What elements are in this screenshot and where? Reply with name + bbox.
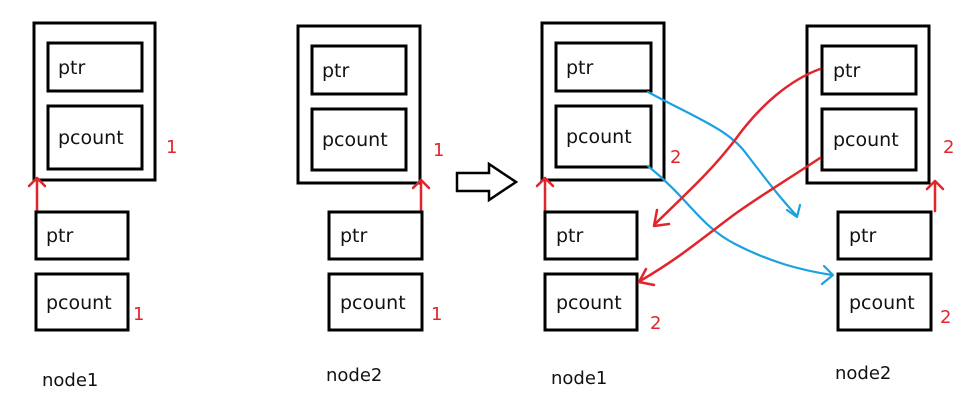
cross-arrow-node1-ptr-to-node2-ptr bbox=[646, 90, 799, 218]
before-node2: ptr pcount 1 ptr pcount 1 node2 bbox=[296, 24, 444, 386]
after-node1-ptr-label: ptr bbox=[556, 225, 584, 247]
after-node2-pcount-box bbox=[836, 272, 933, 332]
cross-arrow-node2-ptr-to-node1-ptr-head-icon bbox=[652, 208, 671, 228]
after-node1-name: node1 bbox=[551, 368, 607, 389]
before-node2-ptr-box bbox=[327, 210, 424, 261]
cross-arrow-node1-pcount-to-node2-pcount-head-icon bbox=[820, 264, 835, 286]
after-node1-pointer-arrow-icon bbox=[535, 176, 555, 214]
after-node1-outer-count: 2 bbox=[650, 313, 661, 334]
after-node2-ptr-box bbox=[836, 210, 933, 261]
after-node1: ptr pcount 2 ptr pcount 2 node1 bbox=[535, 21, 681, 389]
before-node2-inner-ptr-box bbox=[310, 44, 408, 96]
after-node2-inner-pcount-label: pcount bbox=[833, 129, 899, 151]
before-node1-pcount-box bbox=[34, 272, 130, 332]
before-node2-name: node2 bbox=[326, 365, 382, 386]
before-node1-pcount-label: pcount bbox=[46, 292, 112, 314]
after-node1-inner-ptr-label: ptr bbox=[566, 57, 594, 79]
after-node2-outer-count: 2 bbox=[940, 307, 951, 328]
before-node1: ptr pcount 1 ptr pcount 1 node1 bbox=[27, 21, 177, 391]
before-node2-outer-count: 1 bbox=[431, 304, 442, 325]
before-node2-inner-pcount-label: pcount bbox=[322, 129, 388, 151]
before-node1-pointer-arrow-icon bbox=[27, 176, 47, 214]
before-node2-object-box bbox=[296, 24, 422, 185]
before-node2-pcount-box bbox=[327, 272, 424, 332]
after-node2-inner-pcount-box bbox=[820, 107, 918, 172]
after-node1-inner-ptr-box bbox=[554, 41, 653, 93]
after-node1-pcount-box bbox=[543, 272, 639, 332]
after-node2-pcount-label: pcount bbox=[849, 292, 915, 314]
before-node2-ptr-label: ptr bbox=[340, 225, 368, 247]
before-node2-pointer-arrow-icon bbox=[411, 178, 431, 214]
before-node1-inner-ptr-label: ptr bbox=[58, 57, 86, 79]
cross-arrow-node2-pcount-to-node1-pcount bbox=[638, 156, 822, 283]
after-node1-inner-pcount-label: pcount bbox=[566, 126, 632, 148]
right-arrow-outline-icon bbox=[455, 161, 519, 203]
cross-arrow-node1-ptr-to-node2-ptr-head-icon bbox=[785, 203, 802, 219]
after-node2: ptr pcount 2 ptr pcount 2 node2 bbox=[805, 24, 954, 384]
after-node1-pcount-label: pcount bbox=[556, 292, 622, 314]
after-node2-name: node2 bbox=[835, 363, 891, 384]
before-node2-inner-ptr-label: ptr bbox=[322, 60, 350, 82]
before-node1-ptr-label: ptr bbox=[46, 225, 74, 247]
before-node2-inner-count: 1 bbox=[433, 140, 444, 161]
after-node2-inner-count: 2 bbox=[943, 137, 954, 158]
before-node1-inner-pcount-label: pcount bbox=[58, 127, 124, 149]
after-node1-inner-count: 2 bbox=[670, 147, 681, 168]
after-node2-ptr-label: ptr bbox=[849, 225, 877, 247]
after-node2-inner-ptr-box bbox=[820, 44, 918, 96]
cross-arrow-node2-ptr-to-node1-ptr bbox=[653, 67, 822, 226]
after-node2-object-box bbox=[805, 24, 931, 185]
before-node1-object-box bbox=[32, 21, 157, 182]
before-node2-pcount-label: pcount bbox=[340, 292, 406, 314]
after-node1-object-box bbox=[540, 21, 666, 182]
before-node1-inner-ptr-box bbox=[46, 41, 144, 93]
cross-arrow-node1-pcount-to-node2-pcount bbox=[646, 164, 834, 277]
before-node1-inner-count: 1 bbox=[166, 137, 177, 158]
before-node1-name: node1 bbox=[42, 370, 98, 391]
before-node2-inner-pcount-box bbox=[310, 107, 408, 172]
before-node1-outer-count: 1 bbox=[133, 304, 144, 325]
after-node2-inner-ptr-label: ptr bbox=[833, 60, 861, 82]
after-node1-ptr-box bbox=[543, 210, 639, 261]
before-node1-ptr-box bbox=[34, 210, 130, 261]
cross-arrow-node2-pcount-to-node1-pcount-head-icon bbox=[637, 267, 656, 287]
after-node1-inner-pcount-box bbox=[554, 104, 653, 169]
after-node2-pointer-arrow-icon bbox=[925, 179, 945, 213]
before-node1-inner-pcount-box bbox=[46, 104, 144, 171]
